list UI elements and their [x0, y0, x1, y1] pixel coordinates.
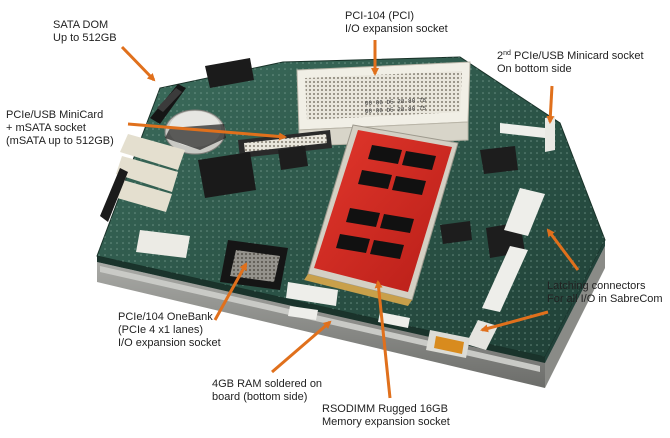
callout-ram-line1: 4GB RAM soldered on — [212, 378, 323, 390]
callout-rsodimm-line2: Memory expansion socket — [322, 416, 450, 428]
arrow-onebank — [213, 262, 248, 321]
callout-minicard-bottom: 2nd PCIe/USB Minicard socket On bottom s… — [497, 50, 644, 76]
callout-pci104-line1: PCI-104 (PCI) — [345, 10, 415, 22]
callout-onebank: PCIe/104 OneBank (PCIe 4 x1 lanes) I/O e… — [118, 311, 221, 350]
callout-latching-line1: Latching connectors — [547, 280, 646, 292]
minicard-socket — [238, 130, 332, 158]
callout-minicard-msata-line2: + mSATA socket — [6, 122, 86, 134]
callout-onebank-line1: PCIe/104 OneBank — [118, 311, 213, 323]
callout-onebank-line2: (PCIe 4 x1 lanes) — [118, 324, 203, 336]
callout-rsodimm: RSODIMM Rugged 16GB Memory expansion soc… — [322, 403, 450, 429]
left-headers — [100, 134, 185, 222]
pci-label-1: 00 06 D5 28 80 78 — [365, 97, 427, 107]
bottom-connectors — [286, 282, 470, 358]
callout-rsodimm-line1: RSODIMM Rugged 16GB — [322, 403, 448, 415]
callout-sata-dom: SATA DOM Up to 512GB — [53, 19, 117, 45]
rsodimm-module — [304, 124, 459, 306]
minicard-bottom-title: PCIe/USB Minicard socket — [510, 50, 644, 62]
arrow-minicard2 — [546, 85, 555, 124]
arrow-rsodimm — [374, 280, 392, 399]
arrow-latch-2 — [480, 310, 549, 333]
callout-minicard-bottom-line2: On bottom side — [497, 63, 572, 75]
ordinal-suffix: nd — [503, 50, 511, 57]
callout-arrows — [120, 40, 580, 399]
callout-minicard-bottom-line1: 2nd PCIe/USB Minicard socket — [497, 50, 644, 63]
right-connectors — [466, 116, 555, 350]
sata-dom-connector — [150, 58, 254, 124]
arrow-ram — [271, 320, 332, 374]
callout-pci104-line2: I/O expansion socket — [345, 23, 448, 35]
callout-minicard-msata: PCIe/USB MiniCard + mSATA socket (mSATA … — [6, 109, 114, 148]
callout-sata-dom-line1: SATA DOM — [53, 19, 109, 31]
arrow-minicard1 — [127, 122, 287, 141]
arrow-latch-1 — [546, 228, 580, 271]
callout-onebank-line3: I/O expansion socket — [118, 337, 221, 349]
callout-ram-soldered: 4GB RAM soldered on board (bottom side) — [212, 378, 322, 404]
callout-pci104: PCI-104 (PCI) I/O expansion socket — [345, 10, 448, 36]
ordinal-number: 2 — [497, 50, 504, 62]
callout-ram-line2: board (bottom side) — [212, 391, 308, 403]
callout-minicard-msata-line3: (mSATA up to 512GB) — [6, 135, 114, 147]
callout-latching-line2: For all I/O in SabreCom — [547, 293, 663, 305]
callout-minicard-msata-line1: PCIe/USB MiniCard — [6, 109, 104, 121]
callout-latching: Latching connectors For all I/O in Sabre… — [547, 280, 663, 306]
pci-label-2: 00 06 D5 28 80 75 — [365, 105, 427, 115]
arrow-sata — [120, 45, 156, 82]
callout-sata-dom-line2: Up to 512GB — [53, 32, 117, 44]
